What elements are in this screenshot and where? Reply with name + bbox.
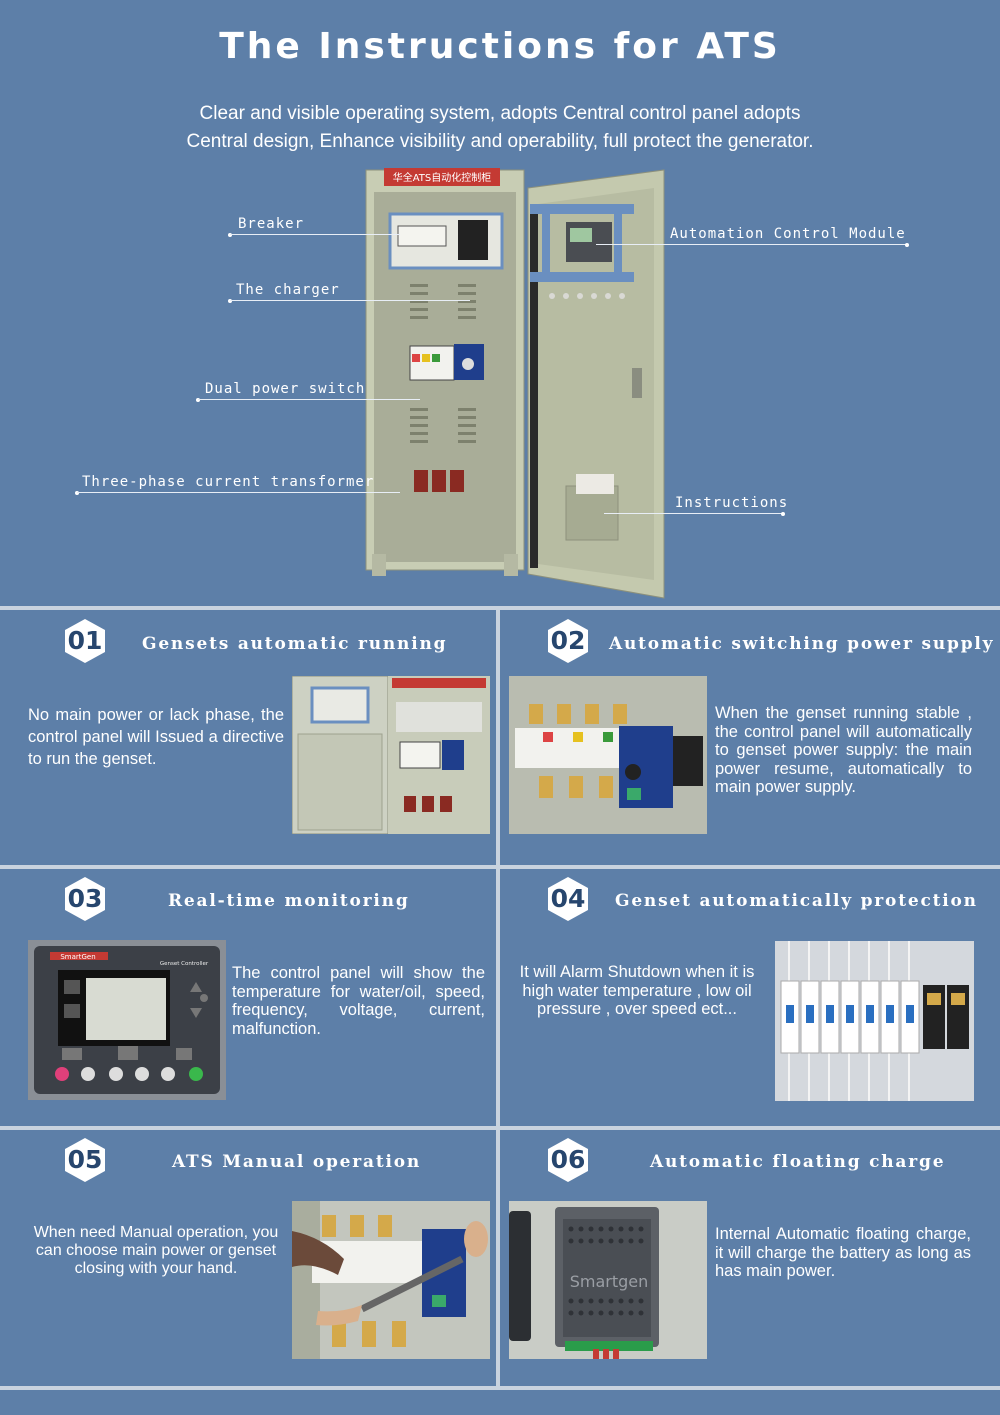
callout-dot <box>781 512 785 516</box>
feature-number: 01 <box>67 626 103 655</box>
section-divider <box>0 606 1000 610</box>
feature-badge-01: 01 <box>62 618 108 664</box>
callout-line <box>596 244 908 245</box>
callout-line <box>604 513 784 514</box>
controller-brand-label: SmartGen <box>60 953 95 961</box>
feature-text-04: It will Alarm Shutdown when it is high w… <box>519 963 755 1018</box>
page-subtitle: Clear and visible operating system, adop… <box>0 100 1000 156</box>
feature-number: 03 <box>67 884 103 913</box>
callout-dual-power-switch: Dual power switch <box>205 381 366 397</box>
feature-title-06: Automatic floating charge <box>650 1152 946 1172</box>
callout-dot <box>905 243 909 247</box>
feature-number: 02 <box>550 626 586 655</box>
feature-text-03: The control panel will show the temperat… <box>232 964 485 1038</box>
photo-genset-controller: SmartGen Genset Controller <box>28 940 226 1100</box>
section-divider <box>0 865 1000 869</box>
ats-cabinet-image: 华全ATS自动化控制柜 <box>362 168 668 600</box>
cabinet-nameplate: 华全ATS自动化控制柜 <box>393 171 492 184</box>
feature-badge-03: 03 <box>62 876 108 922</box>
feature-title-02: Automatic switching power supply <box>609 634 995 654</box>
callout-line <box>230 234 400 235</box>
callout-charger: The charger <box>236 282 340 298</box>
callout-instructions: Instructions <box>675 495 789 511</box>
callout-line <box>230 300 470 301</box>
subtitle-line-1: Clear and visible operating system, adop… <box>199 103 801 124</box>
feature-text-06: Internal Automatic floating charge, it w… <box>715 1225 971 1280</box>
feature-title-03: Real-time monitoring <box>168 891 410 911</box>
callout-dot <box>75 491 79 495</box>
section-divider <box>0 1126 1000 1130</box>
callout-current-transformer: Three-phase current transformer <box>82 474 375 490</box>
callout-dot <box>196 398 200 402</box>
photo-dual-switch <box>509 676 707 834</box>
feature-text-05: When need Manual operation, you can choo… <box>33 1224 279 1277</box>
feature-number: 04 <box>550 884 586 913</box>
callout-line <box>77 492 400 493</box>
photo-cabinet-front <box>292 676 490 834</box>
feature-badge-06: 06 <box>545 1137 591 1183</box>
feature-text-02: When the genset running stable , the con… <box>715 704 972 796</box>
photo-manual-operation <box>292 1201 490 1359</box>
feature-badge-05: 05 <box>62 1137 108 1183</box>
feature-number: 06 <box>550 1145 586 1174</box>
feature-badge-04: 04 <box>545 876 591 922</box>
feature-title-05: ATS Manual operation <box>172 1152 422 1172</box>
feature-title-01: Gensets automatic running <box>142 634 448 654</box>
controller-name-label: Genset Controller <box>160 961 209 967</box>
column-divider <box>496 606 500 1390</box>
subtitle-line-2: Central design, Enhance visibility and o… <box>186 131 814 152</box>
callout-line <box>198 399 420 400</box>
feature-number: 05 <box>67 1145 103 1174</box>
section-divider <box>0 1386 1000 1390</box>
callout-breaker: Breaker <box>238 216 305 232</box>
feature-badge-02: 02 <box>545 618 591 664</box>
callout-dot <box>228 299 232 303</box>
feature-text-01: No main power or lack phase, the control… <box>28 706 284 768</box>
photo-battery-charger: Smartgen <box>509 1201 707 1359</box>
page-title: The Instructions for ATS <box>219 26 781 67</box>
photo-breakers-relays <box>775 941 974 1101</box>
feature-title-04: Genset automatically protection <box>615 891 978 911</box>
callout-dot <box>228 233 232 237</box>
charger-brand-label: Smartgen <box>570 1272 649 1291</box>
callout-control-module: Automation Control Module <box>670 226 906 242</box>
